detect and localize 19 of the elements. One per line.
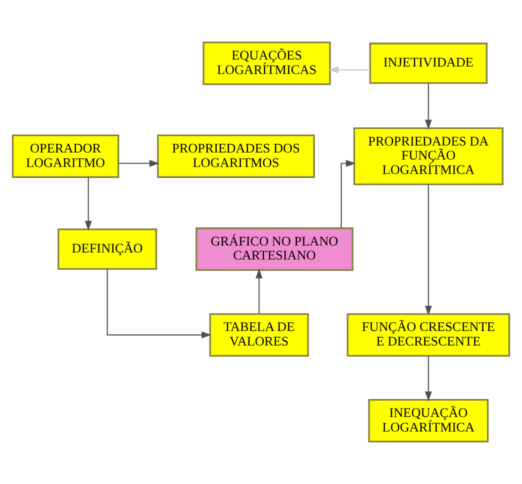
- arrow: [84, 177, 92, 231]
- node-box: FUNÇÃO CRESCENTE E DECRESCENTE: [346, 313, 510, 357]
- arrow: [424, 184, 432, 316]
- arrow: [118, 160, 160, 167]
- node-box: GRÁFICO NO PLANO CARTESIANO: [196, 227, 354, 271]
- arrow: [340, 160, 356, 228]
- arrow: [424, 83, 432, 130]
- node-box: PROPRIEDADES DA FUNÇÃO LOGARÍTMICA: [353, 127, 504, 186]
- node-box: INJETIVIDADE: [369, 42, 488, 84]
- node-box: PROPRIEDADES DOS LOGARITMOS: [157, 134, 315, 178]
- arrow: [106, 269, 212, 338]
- arrow: [256, 268, 263, 314]
- node-box: DEFINIÇÃO: [58, 228, 158, 270]
- node-box: TABELA DE VALORES: [209, 313, 309, 357]
- arrow: [424, 356, 432, 402]
- node-box: EQUAÇÕES LOGARÍTMICAS: [202, 42, 331, 86]
- arrow: [328, 66, 370, 74]
- node-box: INEQUAÇÃO LOGARÍTMICA: [368, 398, 489, 442]
- node-box: OPERADOR LOGARITMO: [12, 134, 120, 178]
